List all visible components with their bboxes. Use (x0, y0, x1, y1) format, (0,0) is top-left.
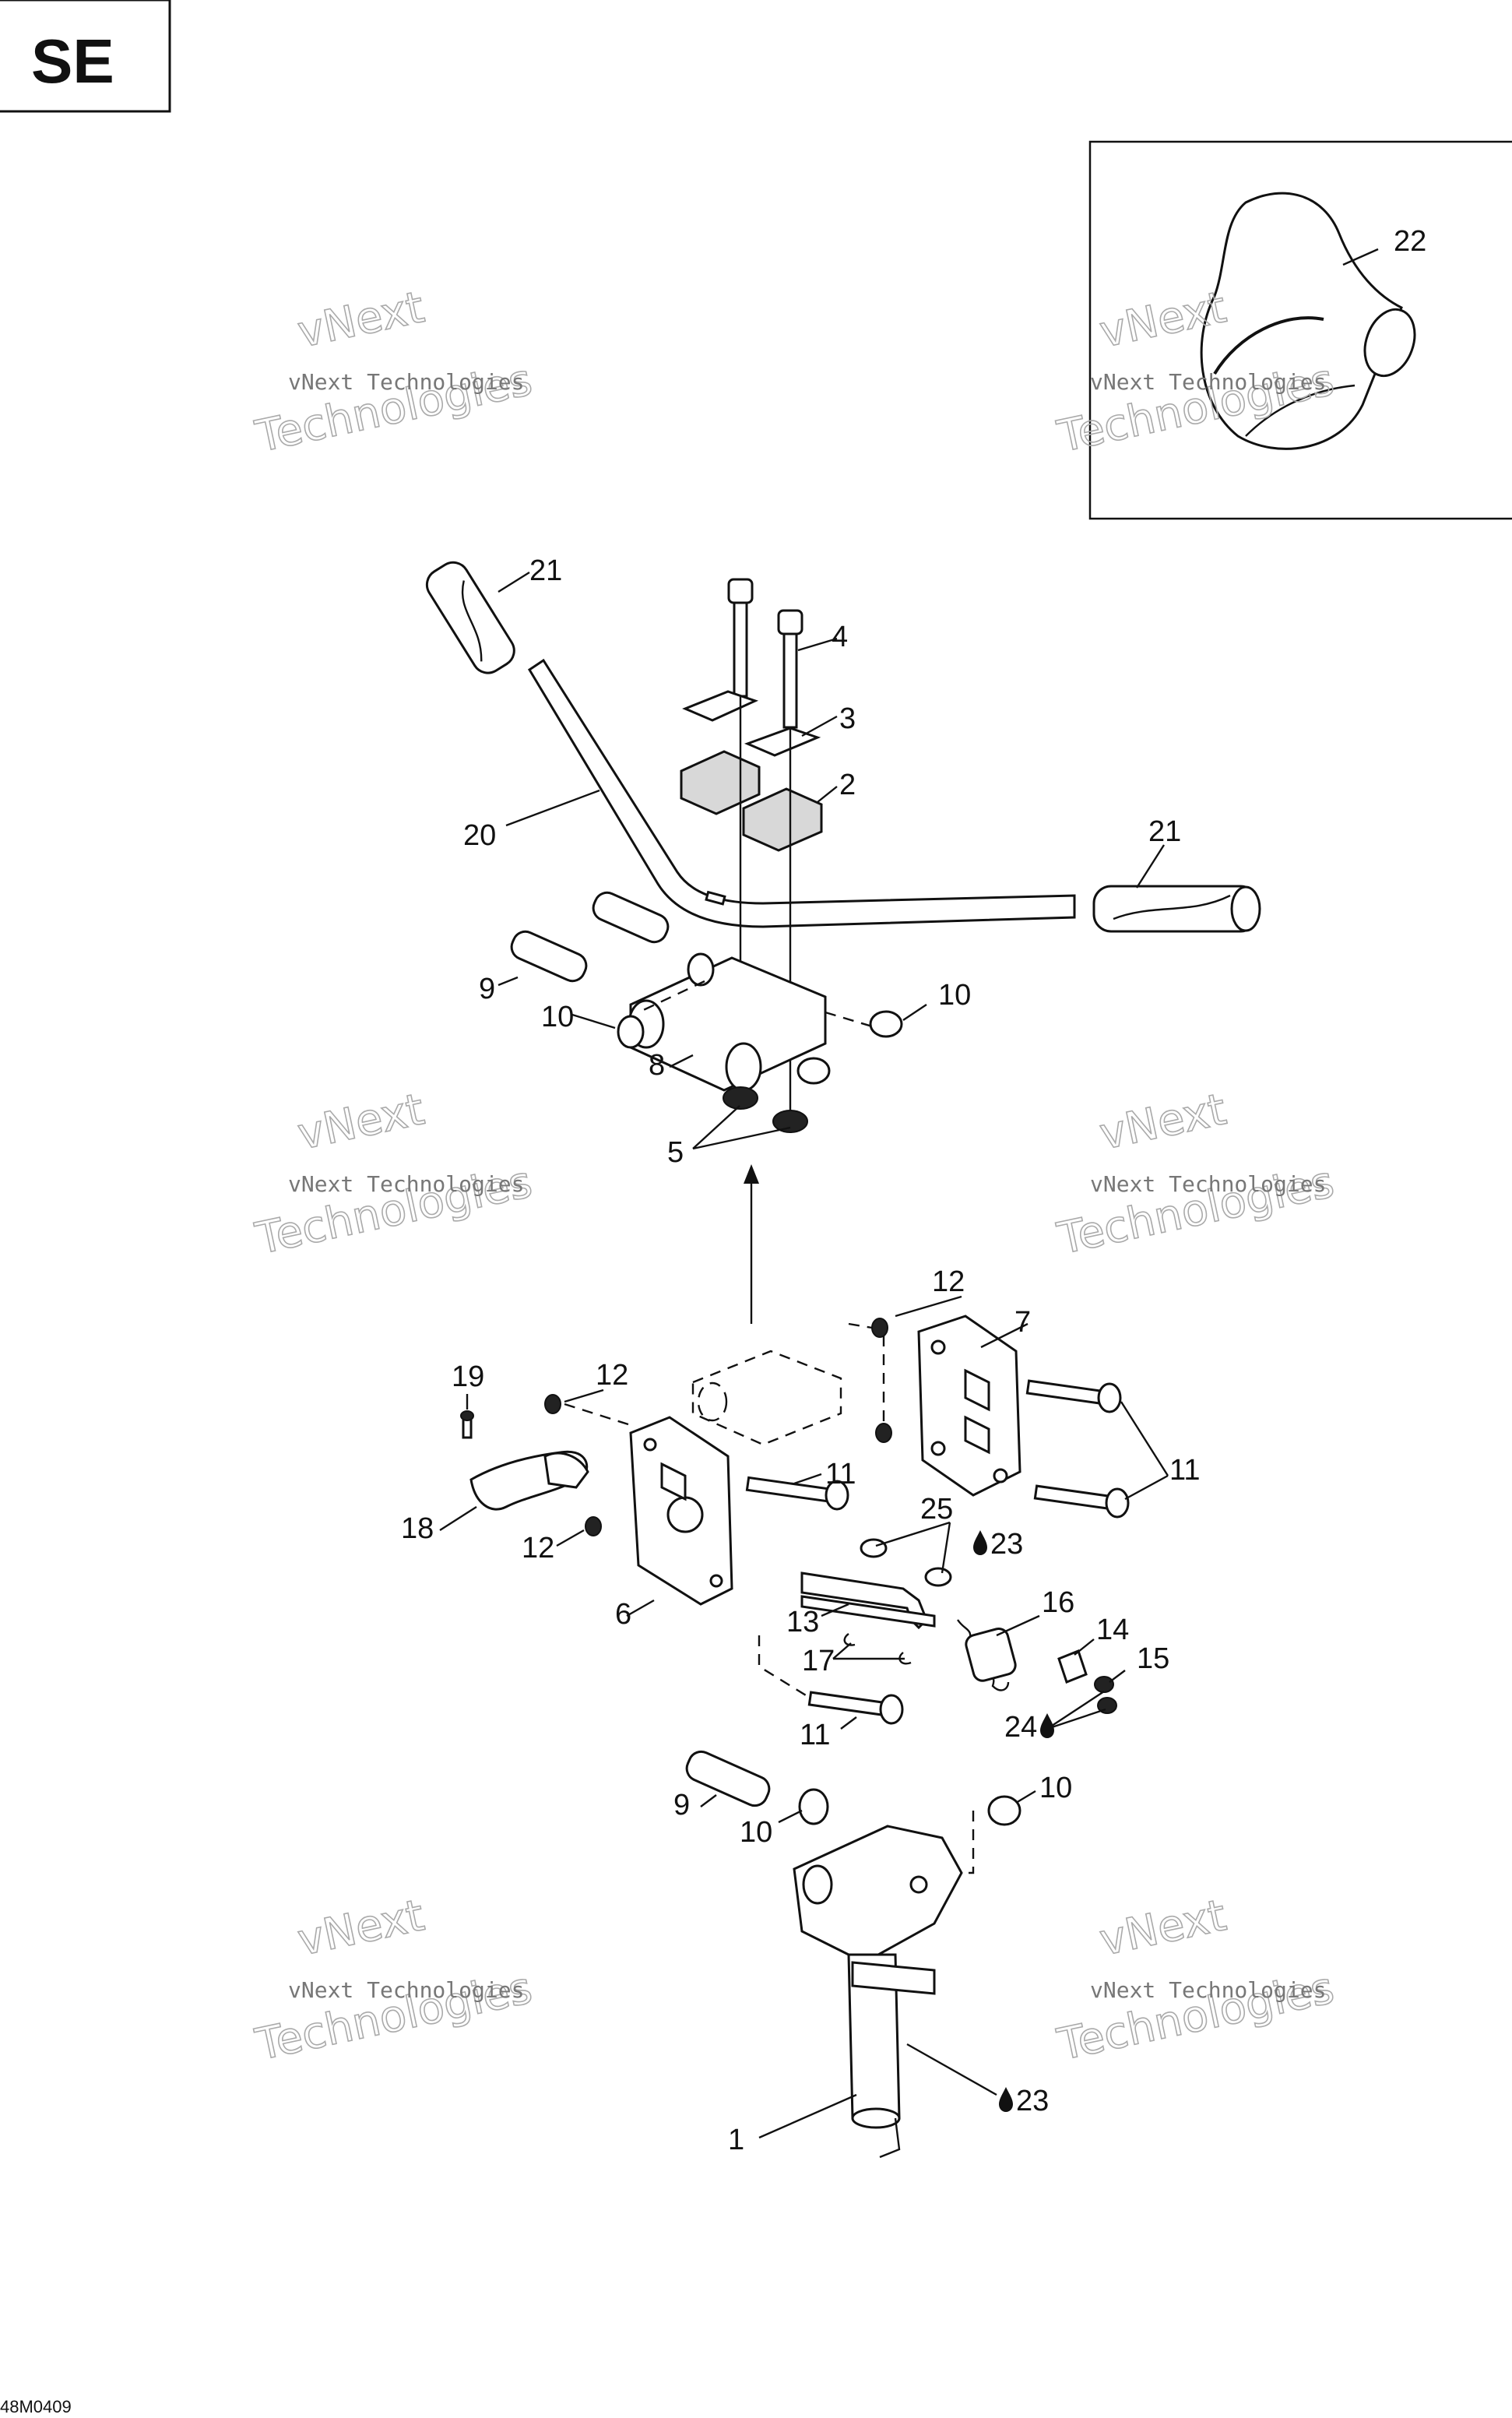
watermark-3: vNext Technologies vNext Technologies (251, 1083, 537, 1265)
callout-10: 10 (740, 1816, 772, 1849)
callout-1: 1 (728, 2124, 744, 2156)
callouts: 21 4 3 2 20 21 9 10 10 8 5 12 7 11 19 12… (401, 225, 1426, 2156)
drop-icon (973, 1530, 987, 1555)
svg-text:vNext: vNext (294, 1890, 429, 1966)
callout-9: 9 (479, 973, 495, 1005)
svg-text:vNext: vNext (1095, 1890, 1231, 1966)
svg-text:vNext: vNext (294, 282, 429, 358)
callout-5: 5 (667, 1136, 684, 1169)
callout-12: 12 (932, 1265, 965, 1298)
callout-17: 17 (802, 1645, 835, 1677)
watermark-6: vNext Technologies vNext Technologies (1053, 1889, 1339, 2071)
svg-text:vNext Technologies: vNext Technologies (1090, 1977, 1326, 2003)
callout-23: 23 (990, 1528, 1023, 1561)
watermark-4: vNext Technologies vNext Technologies (1053, 1083, 1339, 1265)
section-tag-text: SE (31, 26, 114, 96)
callout-21: 21 (1148, 815, 1181, 848)
callout-23: 23 (1016, 2085, 1049, 2117)
watermark-1: vNext Technologies vNext Technologies (251, 281, 537, 463)
callout-13: 13 (786, 1606, 819, 1638)
callout-11: 11 (1169, 1454, 1200, 1487)
callout-3: 3 (839, 702, 856, 735)
callout-8: 8 (649, 1049, 665, 1082)
callout-11: 11 (800, 1719, 830, 1751)
drop-icon (999, 2087, 1013, 2112)
drawing-code: 48M0409 (0, 2397, 72, 2416)
section-tag: SE (0, 0, 171, 113)
callout-14: 14 (1096, 1614, 1129, 1646)
inset-box (1088, 140, 1512, 520)
callout-4: 4 (832, 621, 848, 653)
watermark-5: vNext Technologies vNext Technologies (251, 1889, 537, 2071)
callout-21: 21 (529, 554, 562, 587)
callout-2: 2 (839, 769, 856, 801)
svg-text:vNext: vNext (294, 1084, 429, 1160)
svg-text:vNext: vNext (1095, 1084, 1231, 1160)
callout-15: 15 (1137, 1642, 1169, 1675)
callout-10: 10 (541, 1001, 574, 1033)
callout-25: 25 (920, 1493, 953, 1526)
callout-11: 11 (825, 1458, 856, 1491)
callout-12: 12 (522, 1532, 554, 1564)
svg-text:vNext Technologies: vNext Technologies (288, 1171, 524, 1197)
bracket-illustration (460, 1315, 1130, 1725)
svg-text:vNext Technologies: vNext Technologies (288, 1977, 524, 2003)
svg-text:vNext Technologies: vNext Technologies (1090, 1171, 1326, 1197)
callout-10: 10 (1039, 1772, 1072, 1804)
svg-text:vNext Technologies: vNext Technologies (1090, 369, 1326, 395)
callout-10: 10 (938, 979, 971, 1012)
grip-cover-illustration (1200, 192, 1416, 450)
callout-6: 6 (615, 1598, 631, 1631)
callout-24: 24 (1004, 1711, 1037, 1744)
callout-16: 16 (1042, 1586, 1074, 1619)
drop-icon (1040, 1713, 1054, 1738)
steering-column-illustration (685, 1750, 1021, 2159)
callout-7: 7 (1014, 1306, 1031, 1339)
callout-18: 18 (401, 1512, 434, 1545)
callout-19: 19 (452, 1360, 484, 1393)
callout-20: 20 (463, 819, 496, 852)
callout-12: 12 (596, 1359, 628, 1392)
callout-9: 9 (673, 1789, 690, 1821)
svg-text:vNext Technologies: vNext Technologies (288, 369, 524, 395)
handlebar-illustration (425, 561, 1261, 1324)
leader-lines (439, 248, 1379, 2139)
callout-22: 22 (1394, 225, 1426, 258)
